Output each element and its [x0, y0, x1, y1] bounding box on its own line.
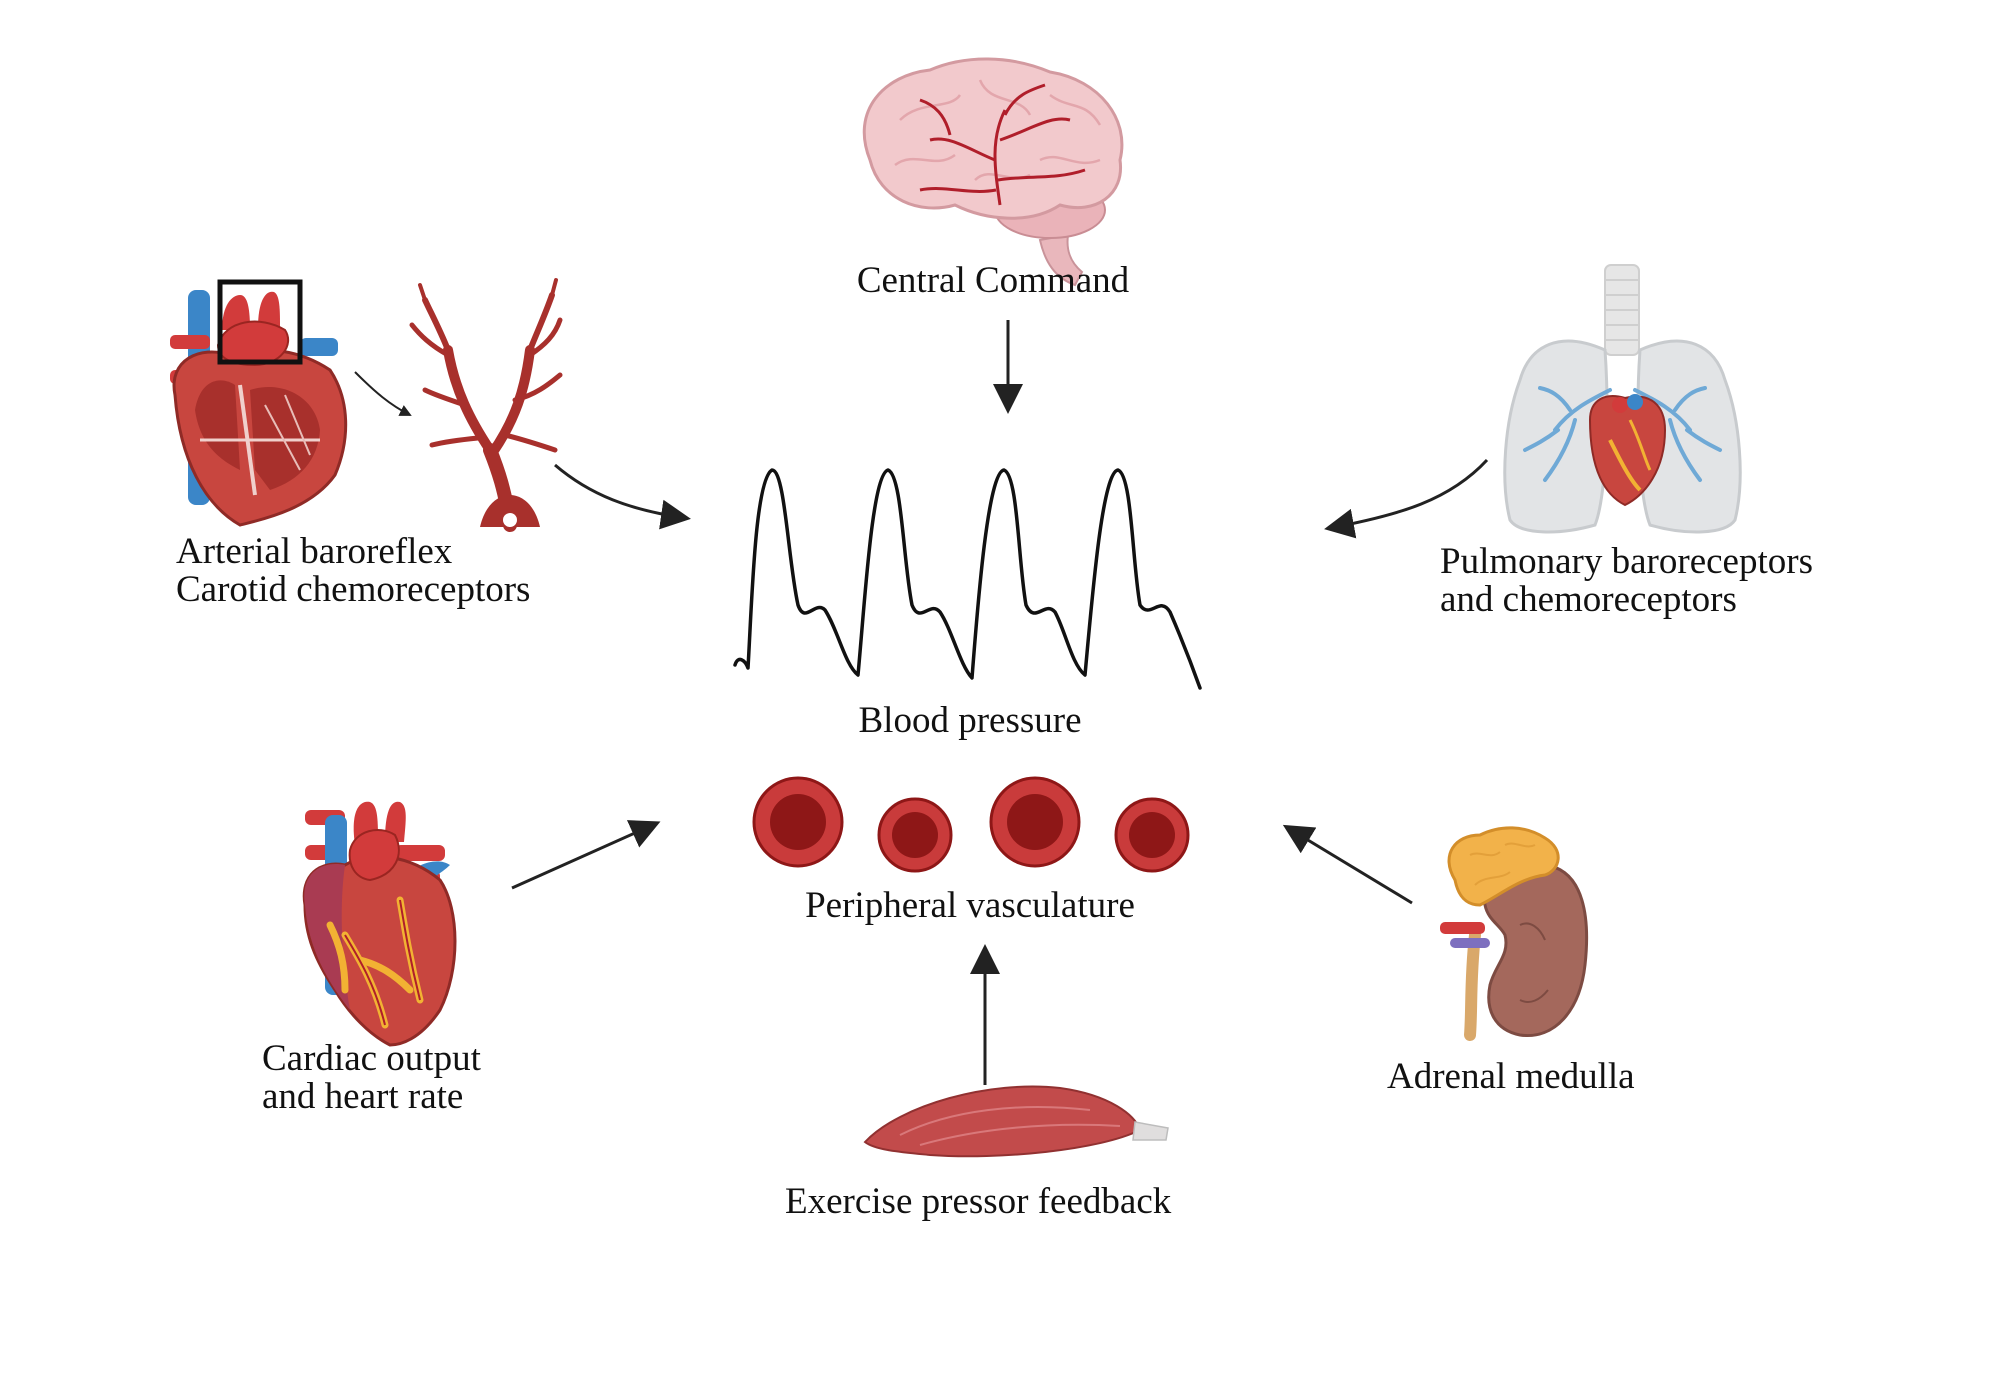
cardiac-line1: Cardiac output	[262, 1038, 481, 1079]
peripheral-vasculature-label: Peripheral vasculature	[805, 885, 1135, 926]
pulmonary-line2: and chemoreceptors	[1440, 579, 1737, 620]
heart-icon	[302, 801, 457, 1047]
carotid-sinus	[480, 495, 540, 527]
carotid-lumen	[503, 513, 517, 527]
arterial-baroreflex-text: Arterial baroreflex	[176, 531, 453, 572]
arrow-adrenal	[1282, 824, 1413, 905]
central-command-label: Central Command	[857, 260, 1130, 301]
exercise-pressor-text: Exercise pressor feedback	[785, 1181, 1172, 1222]
carotid-bifurcation-icon	[409, 278, 563, 532]
exercise-pressor-label: Exercise pressor feedback	[785, 1183, 1171, 1221]
red-blood-cells-icon	[752, 776, 1190, 873]
arrow-cardiac-output	[511, 820, 661, 890]
red-blood-cell	[877, 797, 953, 873]
red-blood-cell	[1114, 797, 1190, 873]
skeletal-muscle-icon	[863, 1085, 1169, 1158]
arrow-arterial-baroreflex	[554, 463, 691, 530]
adrenal-medulla-label: Adrenal medulla	[1387, 1058, 1635, 1096]
cardiac-output-label: Cardiac output and heart rate	[262, 1040, 481, 1116]
kidney-adrenal-icon	[1440, 826, 1589, 1041]
carotid-chemoreceptors-text: Carotid chemoreceptors	[176, 569, 531, 610]
red-blood-cell	[989, 776, 1081, 868]
lungs-heart-icon	[1503, 264, 1742, 534]
pulmonary-label: Pulmonary baroreceptors and chemorecepto…	[1440, 543, 1813, 619]
brain-icon	[862, 57, 1124, 287]
heart-cross-section-icon	[170, 279, 348, 527]
cardiac-line2: and heart rate	[262, 1076, 464, 1117]
adrenal-medulla-text: Adrenal medulla	[1387, 1056, 1635, 1097]
arrow-pulmonary	[1324, 458, 1489, 539]
zoom-arrow	[354, 371, 412, 416]
blood-pressure-label: Blood pressure	[859, 700, 1082, 741]
pulmonary-line1: Pulmonary baroreceptors	[1440, 541, 1813, 582]
red-blood-cell	[752, 776, 844, 868]
arrows	[511, 320, 1489, 1085]
pressure-waveform-icon	[733, 468, 1202, 690]
arterial-label: Arterial baroreflex Carotid chemorecepto…	[176, 533, 530, 609]
